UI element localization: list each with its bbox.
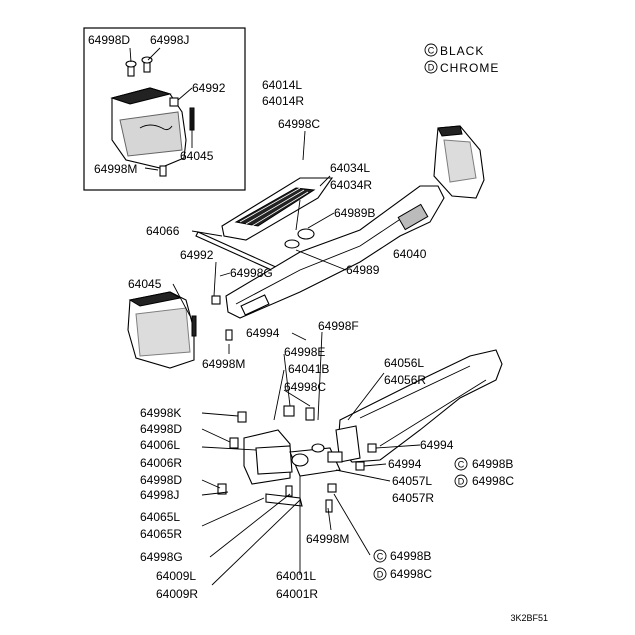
circle-C-b: C bbox=[377, 552, 384, 562]
label-64998C-d: 64998C bbox=[390, 567, 432, 581]
label-64998F: 64998F bbox=[318, 319, 359, 333]
end-cap-screws bbox=[211, 295, 233, 341]
label-64056L: 64056L bbox=[384, 356, 424, 370]
hinge-bracket bbox=[243, 429, 343, 507]
hinge-fasteners bbox=[217, 405, 377, 513]
circle-C-a: C bbox=[458, 460, 465, 470]
main-step-body bbox=[225, 185, 445, 319]
label-64989: 64989 bbox=[346, 263, 380, 277]
label-64006R: 64006R bbox=[140, 456, 182, 470]
label-64998C-b: 64998C bbox=[284, 380, 326, 394]
label-64998J-a: 64998J bbox=[140, 488, 179, 502]
label-64057R: 64057R bbox=[392, 491, 434, 505]
part-labels: 64998D 64998J 64992 64045 64998M 64014L … bbox=[88, 33, 548, 623]
label-64994-c: 64994 bbox=[388, 457, 422, 471]
label-64998M-b: 64998M bbox=[306, 532, 349, 546]
legend-chrome-symbol: D bbox=[428, 63, 435, 73]
label-64034L: 64034L bbox=[330, 161, 370, 175]
label-64065L: 64065L bbox=[140, 510, 180, 524]
label-64014R: 64014R bbox=[262, 94, 304, 108]
end-cap-left bbox=[127, 291, 197, 369]
label-64040: 64040 bbox=[393, 247, 427, 261]
label-64034R: 64034R bbox=[330, 178, 372, 192]
step-plate bbox=[221, 177, 334, 241]
label-64045-inset: 64045 bbox=[180, 149, 214, 163]
label-64992-inset: 64992 bbox=[192, 81, 226, 95]
legend-black-symbol: C bbox=[428, 46, 435, 56]
label-64006L: 64006L bbox=[140, 438, 180, 452]
legend-chrome-label: CHROME bbox=[440, 61, 499, 75]
label-64066: 64066 bbox=[146, 224, 180, 238]
circle-D-a: D bbox=[458, 477, 465, 487]
circle-D-b: D bbox=[377, 570, 384, 580]
label-64998C-c: 64998C bbox=[472, 474, 514, 488]
label-64009L: 64009L bbox=[156, 569, 196, 583]
label-64998G-b: 64998G bbox=[140, 550, 183, 564]
label-64994-b: 64994 bbox=[420, 438, 454, 452]
end-cap-inset bbox=[110, 87, 187, 169]
label-64998D-a: 64998D bbox=[140, 422, 182, 436]
label-64014L: 64014L bbox=[262, 78, 302, 92]
label-64998B-b: 64998B bbox=[390, 549, 431, 563]
label-64056R: 64056R bbox=[384, 373, 426, 387]
label-64998B-a: 64998B bbox=[472, 457, 513, 471]
label-64001L: 64001L bbox=[276, 569, 316, 583]
label-64998K: 64998K bbox=[140, 406, 181, 420]
label-64998D-b: 64998D bbox=[140, 473, 182, 487]
label-64989B: 64989B bbox=[334, 206, 375, 220]
label-64045: 64045 bbox=[128, 277, 162, 291]
figure-code: 3K2BF51 bbox=[510, 613, 548, 623]
label-64041B: 64041B bbox=[288, 362, 329, 376]
label-64998M-inset: 64998M bbox=[94, 162, 137, 176]
label-64998E: 64998E bbox=[284, 345, 325, 359]
legend: C BLACK D CHROME bbox=[424, 43, 499, 75]
label-64998D-top: 64998D bbox=[88, 33, 130, 47]
label-64009R: 64009R bbox=[156, 587, 198, 601]
label-64057L: 64057L bbox=[392, 474, 432, 488]
label-64998J-top: 64998J bbox=[150, 33, 189, 47]
lower-bracket bbox=[335, 349, 503, 463]
end-cap-right bbox=[433, 125, 485, 199]
label-64065R: 64065R bbox=[140, 527, 182, 541]
label-64998C-a: 64998C bbox=[278, 117, 320, 131]
inset-box bbox=[83, 27, 246, 191]
label-64992: 64992 bbox=[180, 248, 214, 262]
label-64998M-a: 64998M bbox=[202, 357, 245, 371]
label-64001R: 64001R bbox=[276, 587, 318, 601]
label-64998G-a: 64998G bbox=[230, 266, 273, 280]
label-64994-a: 64994 bbox=[246, 326, 280, 340]
leader-lines bbox=[129, 47, 421, 586]
legend-black-label: BLACK bbox=[440, 44, 484, 58]
